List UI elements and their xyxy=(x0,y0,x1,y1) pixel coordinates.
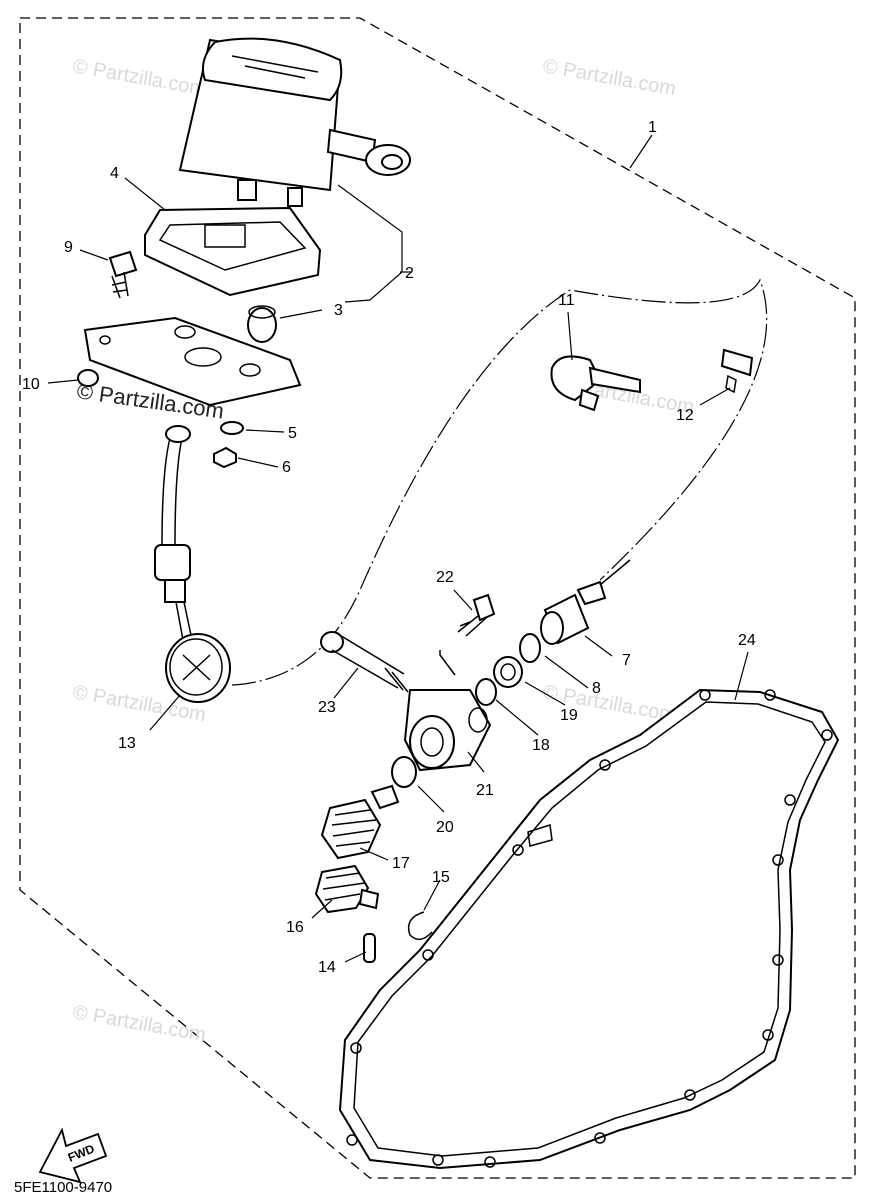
o-ring xyxy=(519,633,541,663)
callout-23: 23 xyxy=(318,699,336,716)
cable-path xyxy=(231,278,768,686)
leader-lines xyxy=(47,134,749,963)
diagram-code: 5FE1100-9470 xyxy=(14,1179,112,1196)
nut xyxy=(77,369,99,387)
callout-14: 14 xyxy=(318,959,336,976)
callout-24: 24 xyxy=(738,632,756,649)
callout-17: 17 xyxy=(392,855,410,872)
callout-6: 6 xyxy=(282,459,291,476)
callout-19: 19 xyxy=(560,707,578,724)
mounting-bracket xyxy=(83,316,302,407)
pin xyxy=(363,933,376,963)
bearing xyxy=(493,656,523,688)
speedometer-head xyxy=(178,37,411,207)
cable-grommet xyxy=(165,633,231,703)
callout-5: 5 xyxy=(288,425,297,442)
callout-4: 4 xyxy=(110,165,119,182)
gear-housing xyxy=(403,650,492,772)
callout-15: 15 xyxy=(432,869,450,886)
grommet xyxy=(247,305,277,343)
callout-21: 21 xyxy=(476,782,494,799)
callout-13: 13 xyxy=(118,735,136,752)
callout-10: 10 xyxy=(22,376,40,393)
callout-3: 3 xyxy=(334,302,343,319)
watermark: © Partzilla.com xyxy=(71,55,208,100)
cable-band xyxy=(550,355,641,412)
o-ring xyxy=(391,756,417,788)
callout-2: 2 xyxy=(405,265,414,282)
hex-nut xyxy=(213,446,237,469)
long-bolt xyxy=(320,631,409,693)
callout-12: 12 xyxy=(676,407,694,424)
callout-20: 20 xyxy=(436,819,454,836)
assembly-boundary xyxy=(19,17,856,1179)
crankcase-gasket xyxy=(338,688,840,1170)
cable-clamp xyxy=(720,348,754,394)
washer xyxy=(220,421,244,435)
bolt xyxy=(457,593,496,637)
callout-16: 16 xyxy=(286,919,304,936)
drive-gear xyxy=(320,784,400,860)
cable-end-nut xyxy=(540,559,631,645)
watermark: © Partzilla.com xyxy=(541,55,678,100)
watermark: © Partzilla.com xyxy=(71,1001,208,1046)
fwd-arrow-icon: FWD xyxy=(38,1127,108,1184)
callout-1: 1 xyxy=(648,119,657,136)
callout-11: 11 xyxy=(558,292,575,309)
callout-18: 18 xyxy=(532,737,550,754)
washer xyxy=(475,678,497,706)
callout-7: 7 xyxy=(622,652,631,669)
meter-cable-upper xyxy=(154,425,193,641)
callout-8: 8 xyxy=(592,680,601,697)
callout-9: 9 xyxy=(64,239,73,256)
driven-gear xyxy=(314,864,380,914)
circlip xyxy=(407,911,433,941)
screw xyxy=(108,250,138,299)
callouts: 1 2 3 4 5 6 7 8 9 10 11 12 13 14 15 16 1… xyxy=(22,119,756,976)
rubber-base xyxy=(144,206,322,297)
callout-22: 22 xyxy=(436,569,454,586)
